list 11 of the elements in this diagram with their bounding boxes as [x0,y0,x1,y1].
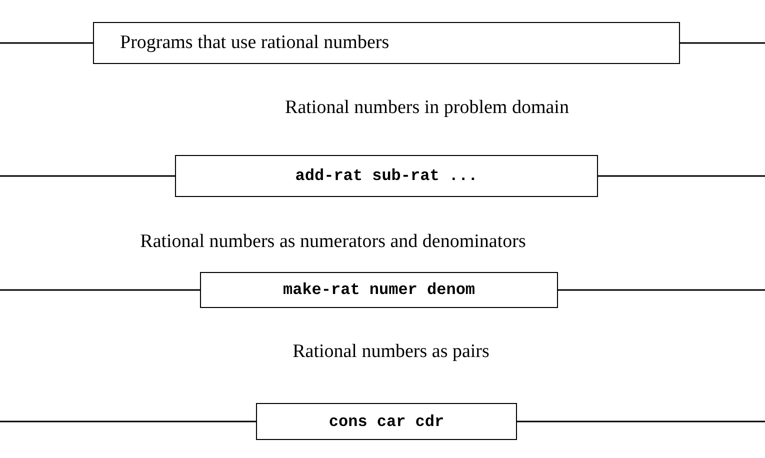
layer-box [175,155,598,197]
layer-label: Rational numbers as pairs [292,341,490,363]
layer-box [200,272,558,308]
layer-box [93,22,680,64]
procedure-names: add-rat sub-rat ... [295,167,478,185]
layer-label: Rational numbers as numerators and denominators [140,231,526,253]
layer-label: Rational numbers in problem domain [285,97,569,119]
layer-title: Programs that use rational numbers [120,32,390,54]
procedure-names: cons car cdr [328,412,444,430]
procedure-names: make-rat numer denom [282,281,476,299]
layer-box [256,403,517,440]
